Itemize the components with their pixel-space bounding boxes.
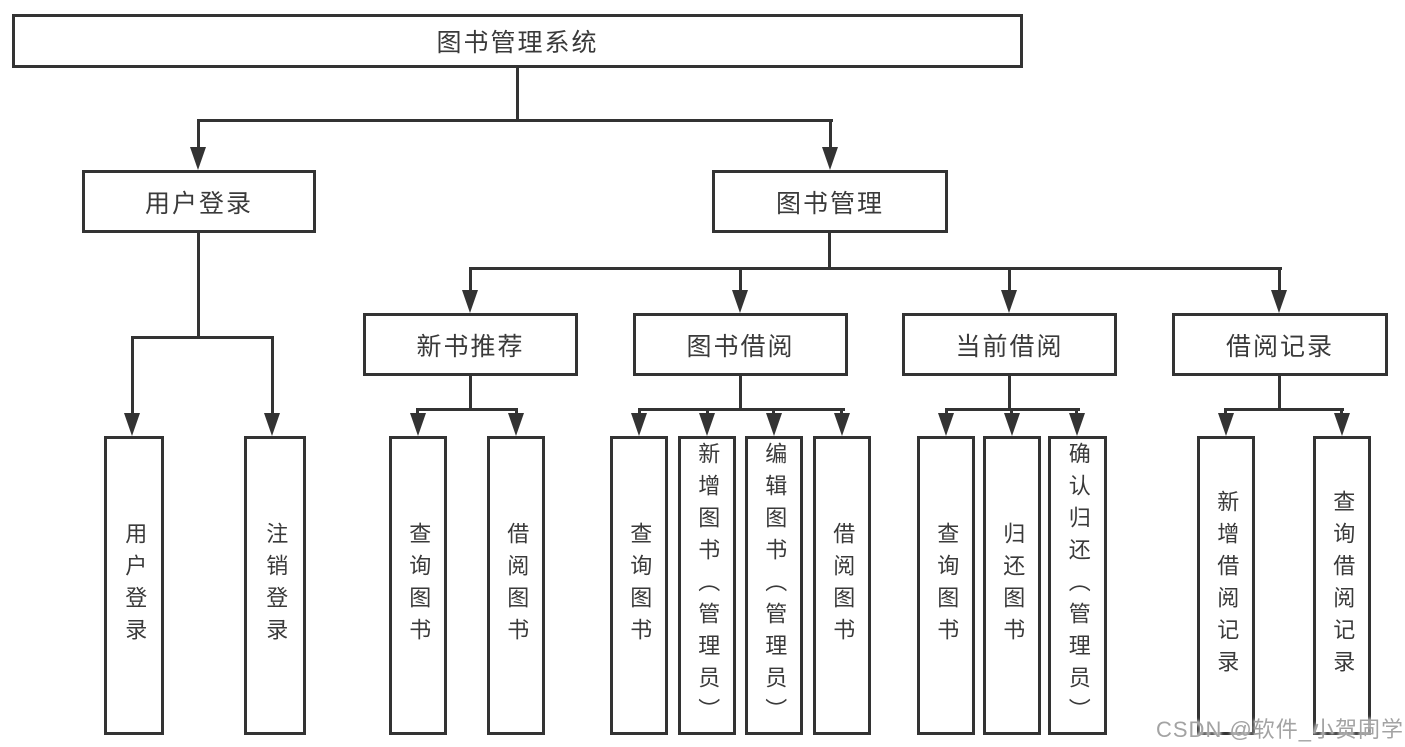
connector-line — [469, 267, 1282, 270]
node-current-borrowing: 当前借阅 — [902, 313, 1117, 376]
arrow-down-icon — [822, 147, 838, 170]
node-new-book-recommend: 新书推荐 — [363, 313, 578, 376]
arrow-down-icon — [766, 413, 782, 436]
connector-line — [271, 336, 274, 416]
connector-line — [1224, 408, 1344, 411]
connector-line — [828, 233, 831, 270]
connector-line — [1278, 376, 1281, 410]
node-book-borrowing-label: 图书借阅 — [686, 332, 795, 361]
connector-line — [469, 267, 472, 293]
connector-line — [197, 119, 200, 149]
connector-line — [1008, 376, 1011, 410]
arrow-down-icon — [264, 413, 280, 436]
leaf-edit-books-admin-label: 编辑图书（管理员） — [762, 441, 788, 730]
connector-line — [739, 376, 742, 410]
leaf-query-books-recommend: 查询图书 — [389, 436, 447, 735]
connector-line — [197, 233, 200, 339]
leaf-query-books-borrowing: 查询图书 — [610, 436, 668, 735]
arrow-down-icon — [1218, 413, 1234, 436]
leaf-query-books-borrowing-label: 查询图书 — [627, 521, 653, 650]
leaf-borrow-books-label: 借阅图书 — [830, 521, 856, 650]
leaf-add-books-admin: 新增图书（管理员） — [678, 436, 736, 735]
connector-line — [1008, 267, 1011, 293]
node-user-login: 用户登录 — [82, 170, 316, 233]
connector-line — [1278, 267, 1281, 293]
arrow-down-icon — [1001, 290, 1017, 313]
arrow-down-icon — [699, 413, 715, 436]
leaf-borrow-books-recommend-label: 借阅图书 — [504, 521, 530, 650]
leaf-user-login: 用户登录 — [104, 436, 164, 735]
node-new-book-recommend-label: 新书推荐 — [416, 332, 525, 361]
leaf-confirm-return-admin: 确认归还（管理员） — [1048, 436, 1107, 735]
connector-line — [131, 336, 274, 339]
leaf-query-books-current-label: 查询图书 — [934, 521, 960, 650]
node-book-management: 图书管理 — [712, 170, 948, 233]
node-root: 图书管理系统 — [12, 14, 1023, 68]
arrow-down-icon — [410, 413, 426, 436]
arrow-down-icon — [1334, 413, 1350, 436]
leaf-query-books-recommend-label: 查询图书 — [406, 521, 432, 650]
leaf-return-books-label: 归还图书 — [1000, 521, 1026, 650]
connector-line — [131, 336, 134, 416]
leaf-return-books: 归还图书 — [983, 436, 1041, 735]
connector-line — [516, 66, 519, 122]
connector-line — [829, 119, 832, 149]
arrow-down-icon — [732, 290, 748, 313]
node-book-management-label: 图书管理 — [775, 189, 884, 218]
arrow-down-icon — [834, 413, 850, 436]
node-user-login-label: 用户登录 — [144, 189, 253, 218]
leaf-query-books-current: 查询图书 — [917, 436, 975, 735]
leaf-user-login-label: 用户登录 — [122, 521, 148, 650]
leaf-confirm-return-admin-label: 确认归还（管理员） — [1065, 441, 1091, 730]
leaf-borrow-books-recommend: 借阅图书 — [487, 436, 545, 735]
leaf-add-books-admin-label: 新增图书（管理员） — [695, 441, 721, 730]
connector-line — [638, 408, 845, 411]
arrow-down-icon — [508, 413, 524, 436]
arrow-down-icon — [190, 147, 206, 170]
node-current-borrowing-label: 当前借阅 — [955, 332, 1064, 361]
arrow-down-icon — [462, 290, 478, 313]
node-book-borrowing: 图书借阅 — [633, 313, 848, 376]
leaf-logout: 注销登录 — [244, 436, 306, 735]
leaf-query-borrow-record: 查询借阅记录 — [1313, 436, 1371, 735]
leaf-edit-books-admin: 编辑图书（管理员） — [745, 436, 803, 735]
node-root-label: 图书管理系统 — [436, 29, 599, 57]
connector-line — [739, 267, 742, 293]
leaf-logout-label: 注销登录 — [263, 521, 289, 650]
leaf-add-borrow-record: 新增借阅记录 — [1197, 436, 1255, 735]
node-borrowing-records: 借阅记录 — [1172, 313, 1388, 376]
leaf-borrow-books: 借阅图书 — [813, 436, 871, 735]
leaf-query-borrow-record-label: 查询借阅记录 — [1330, 489, 1356, 682]
arrow-down-icon — [1069, 413, 1085, 436]
arrow-down-icon — [1004, 413, 1020, 436]
connector-line — [416, 408, 518, 411]
arrow-down-icon — [124, 413, 140, 436]
arrow-down-icon — [631, 413, 647, 436]
leaf-add-borrow-record-label: 新增借阅记录 — [1214, 489, 1240, 682]
csdn-watermark: CSDN @软件_小贺同学 — [1156, 717, 1405, 742]
connector-line — [469, 376, 472, 410]
arrow-down-icon — [1271, 290, 1287, 313]
connector-line — [197, 119, 833, 122]
arrow-down-icon — [938, 413, 954, 436]
node-borrowing-records-label: 借阅记录 — [1225, 332, 1334, 361]
